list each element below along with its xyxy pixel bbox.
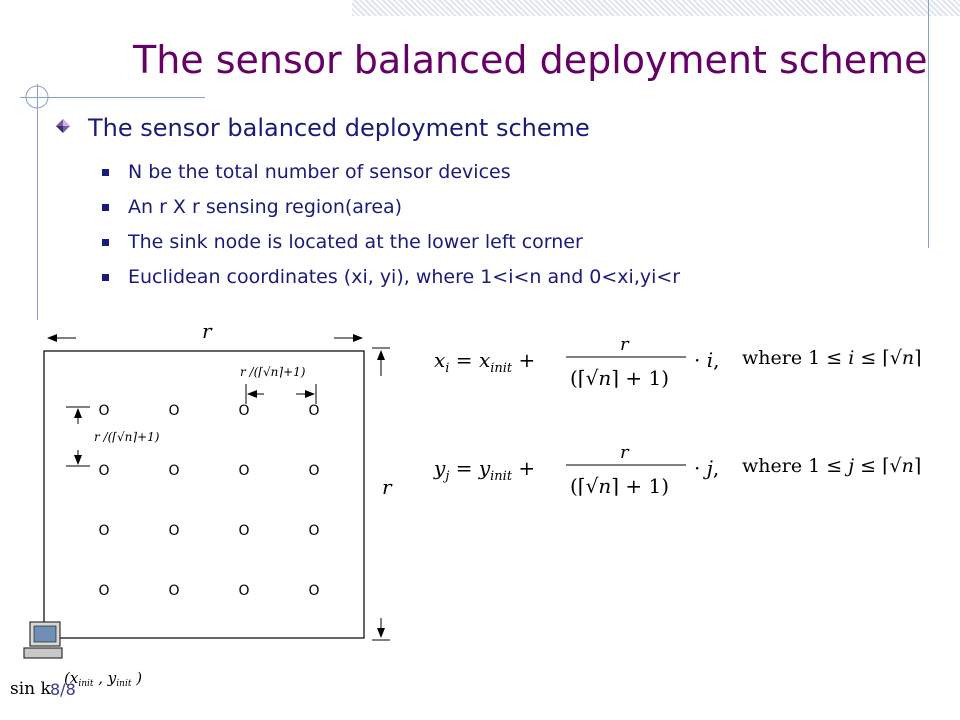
sensor-node: O	[238, 403, 249, 419]
square-bullet-icon	[102, 239, 109, 246]
bullet-text: The sink node is located at the lower le…	[128, 231, 583, 253]
bullet-item: The sink node is located at the lower le…	[102, 225, 680, 260]
svg-text:yj = yinit +: yj = yinit +	[433, 456, 535, 484]
region-width-label: r	[202, 319, 213, 343]
bullet-item: N be the total number of sensor devices	[102, 155, 680, 190]
svg-text:r: r	[620, 334, 630, 355]
bullet-text: Euclidean coordinates (xi, yi), where 1<…	[128, 266, 681, 288]
sensor-node: O	[308, 523, 319, 539]
bullet-list: N be the total number of sensor devices …	[102, 155, 680, 295]
square-bullet-icon	[102, 169, 109, 176]
svg-text:where 1 ≤ i ≤ ⌈√n⌉: where 1 ≤ i ≤ ⌈√n⌉	[742, 347, 921, 369]
header-horizontal-rule	[20, 97, 205, 98]
square-bullet-icon	[102, 204, 109, 211]
page-number: 8/8	[50, 680, 76, 699]
header-decoration	[352, 0, 960, 16]
svg-text:r: r	[620, 442, 630, 463]
sensor-node: O	[168, 463, 179, 479]
spacing-label-horizontal: r /(⌈√n⌉+1)	[240, 365, 306, 379]
svg-text:xi = xinit +: xi = xinit +	[434, 348, 535, 376]
square-bullet-icon	[102, 274, 109, 281]
sensor-node: O	[98, 583, 109, 599]
sensor-node: O	[168, 583, 179, 599]
bullet-item: An r X r sensing region(area)	[102, 190, 680, 225]
bullet-text: An r X r sensing region(area)	[128, 196, 403, 218]
sensor-node: O	[168, 523, 179, 539]
svg-text:(⌈√n⌉ + 1): (⌈√n⌉ + 1)	[570, 366, 669, 390]
sensor-node: O	[308, 403, 319, 419]
sensor-node: O	[98, 523, 109, 539]
page-title: The sensor balanced deployment scheme	[133, 38, 928, 82]
region-height-label: r	[382, 475, 393, 499]
sensor-node: O	[308, 463, 319, 479]
sensor-node: O	[98, 403, 109, 419]
sensor-node: O	[238, 523, 249, 539]
section-heading-text: The sensor balanced deployment scheme	[88, 114, 590, 142]
bullet-item: Euclidean coordinates (xi, yi), where 1<…	[102, 260, 680, 295]
section-heading: The sensor balanced deployment scheme	[58, 114, 590, 142]
svg-text:· i,: · i,	[694, 348, 719, 372]
left-vertical-rule	[37, 84, 38, 320]
sensor-node: O	[238, 463, 249, 479]
sensor-node: O	[238, 583, 249, 599]
svg-text:where 1 ≤ j ≤ ⌈√n⌉: where 1 ≤ j ≤ ⌈√n⌉	[742, 455, 921, 477]
sensor-node: O	[308, 583, 319, 599]
sensor-node: O	[168, 403, 179, 419]
diamond-bullet-icon	[56, 119, 70, 133]
spacing-label-vertical: r /(⌈√n⌉+1)	[94, 430, 160, 444]
svg-text:· j,: · j,	[694, 456, 719, 480]
sensing-region	[43, 350, 365, 639]
bullet-text: N be the total number of sensor devices	[128, 161, 511, 183]
right-vertical-rule	[928, 0, 929, 248]
sensor-node-grid: O O O O O O O O O O O O O O O O	[98, 403, 319, 599]
svg-text:(⌈√n⌉ + 1): (⌈√n⌉ + 1)	[570, 474, 669, 498]
sensor-node: O	[98, 463, 109, 479]
y-equation: yj = yinit + r (⌈√n⌉ + 1) · j, where 1 ≤…	[433, 442, 921, 498]
x-equation: xi = xinit + r (⌈√n⌉ + 1) · i, where 1 ≤…	[434, 334, 921, 390]
computer-icon	[23, 621, 63, 659]
sink-label: sin k	[10, 679, 52, 699]
